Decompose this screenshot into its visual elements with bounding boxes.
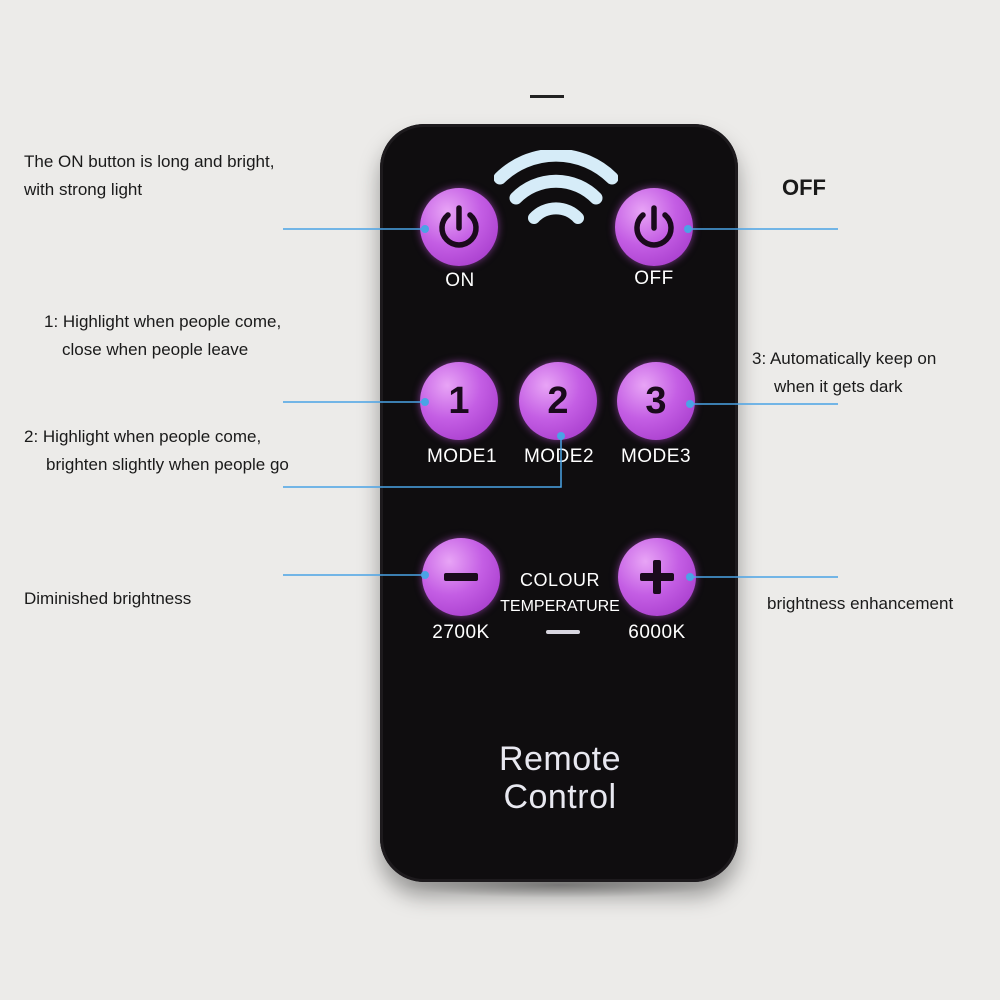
annotation-on: The ON button is long and bright, with s… [24,148,274,204]
brand-text: Remote Control [440,740,680,816]
annotation-mode2: 2: Highlight when people come, brighten … [24,423,289,479]
annotation-mode1-line-1: 1: Highlight when people come, [44,312,282,331]
mode3-button[interactable]: 3 [617,362,695,440]
power-icon [634,205,674,248]
annotation-mode1-line-2: close when people leave [62,340,249,359]
brightness-minus-button[interactable] [422,538,500,616]
minus-label: 2700K [432,622,490,643]
off-label: OFF [634,268,674,289]
mode1-button[interactable]: 1 [420,362,498,440]
off-button[interactable] [615,188,693,266]
annotation-on-line-1: The ON button is long and bright, [24,152,275,171]
brand-line-1: Remote [498,740,622,778]
minus-icon [444,573,478,581]
annotation-mode2-line-1: 2: Highlight when people come, [24,427,262,446]
on-label: ON [445,270,475,291]
annotation-mode2-line-2: brighten slightly when people go [46,455,289,474]
plus-icon [640,560,674,594]
temperature-dash [546,630,580,634]
mode1-label: MODE1 [426,446,498,467]
signal-icon [494,150,618,224]
on-button[interactable] [420,188,498,266]
annotation-mode3-line-2: when it gets dark [774,377,903,396]
brightness-plus-button[interactable] [618,538,696,616]
temperature-label: TEMPERATURE [500,598,620,615]
brand-line-2: Control [503,778,617,816]
annotation-mode3-line-1: 3: Automatically keep on [752,349,937,368]
top-dash [530,95,564,98]
colour-label: COLOUR [519,570,600,590]
annotation-minus: Diminished brightness [24,589,192,608]
mode2-button[interactable]: 2 [519,362,597,440]
annotation-on-line-2: with strong light [24,180,143,199]
annotation-mode1: 1: Highlight when people come, close whe… [44,308,281,364]
mode3-label: MODE3 [620,446,692,467]
mode2-label: MODE2 [523,446,595,467]
power-icon [439,205,479,248]
annotation-mode3: 3: Automatically keep on when it gets da… [752,345,936,401]
annotation-off: OFF [782,175,826,200]
annotation-plus: brightness enhancement [767,594,954,613]
plus-label: 6000K [628,622,686,643]
